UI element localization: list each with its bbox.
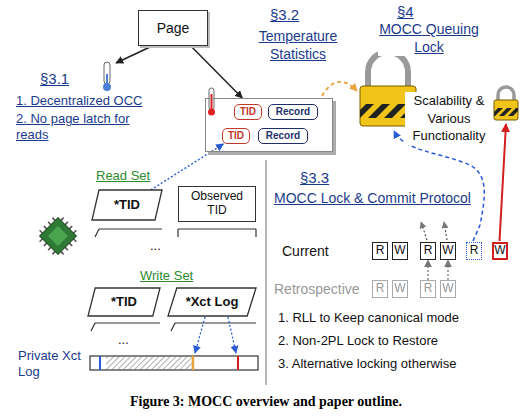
text-label: Read Set — [96, 168, 150, 184]
text-label: Temperature Statistics — [248, 28, 348, 63]
node-text: R — [470, 244, 479, 258]
text-label: 2. No page latch for reads — [16, 111, 144, 144]
node-text: *TID — [111, 295, 137, 310]
record-box: Record — [258, 128, 308, 144]
connector — [151, 144, 224, 190]
page-box: Page — [138, 10, 208, 46]
text-label: Retrospective — [274, 281, 360, 299]
retro-mode-box: W — [392, 280, 408, 298]
parallelogram-outline — [92, 190, 162, 220]
text-label: 1. RLL to Keep canonical mode — [278, 310, 459, 326]
text-label: §4 — [397, 3, 414, 22]
parallelogram-outline — [88, 288, 160, 316]
text-label: 2. Non-2PL Lock to Restore — [278, 333, 438, 349]
text-label: MOCC Lock & Commit Protocol — [274, 190, 471, 208]
node-text: R — [376, 244, 385, 258]
text-label: MOCC Queuing Lock — [378, 21, 480, 56]
text-label: ... — [150, 238, 161, 254]
node-text: W — [394, 244, 405, 258]
text-label: Private Xct Log — [18, 348, 82, 381]
connector — [447, 260, 448, 280]
connector — [427, 260, 428, 280]
node-text: R — [424, 282, 433, 296]
page-frame: TIDRecordTIDRecord — [205, 98, 333, 152]
node-text: TID — [228, 130, 244, 142]
node-text: W — [442, 244, 453, 258]
lock-mode-box: R — [372, 242, 388, 260]
node-text: Record — [266, 130, 300, 142]
text-label: Current — [282, 243, 329, 261]
write-tid-box: *TID — [88, 288, 160, 316]
node-text: Record — [276, 106, 310, 118]
connector — [191, 46, 242, 98]
node-text: R — [424, 244, 433, 258]
text-label: §3.1 — [40, 70, 69, 89]
node-text: W — [394, 282, 405, 296]
node-text: *Xct Log — [186, 295, 239, 310]
node-text: *TID — [114, 198, 140, 213]
lock-mode-box: R — [466, 242, 482, 260]
tid-box: TID — [222, 128, 250, 144]
retro-mode-box: R — [372, 280, 388, 298]
parallelogram-outline — [168, 288, 256, 316]
lock-mode-box: W — [492, 242, 508, 260]
lock-mode-box: W — [440, 242, 456, 260]
observed-tid-box: Observed TID — [178, 186, 256, 222]
text-label: Write Set — [140, 268, 193, 284]
text-label: 3. Alternative locking otherwise — [278, 356, 456, 372]
node-text: TID — [240, 106, 256, 118]
node-text: R — [376, 282, 385, 296]
node-text: W — [442, 282, 453, 296]
node-text: Observed TID — [187, 190, 247, 218]
record-box: Record — [268, 104, 318, 120]
node-text: Page — [157, 20, 190, 36]
lock-mode-box: W — [392, 242, 408, 260]
text-label: §3.2 — [270, 6, 299, 25]
text-label: §3.3 — [300, 169, 329, 188]
text-label: 1. Decentralized OCC — [16, 93, 142, 109]
text-label: ... — [118, 332, 129, 348]
retro-mode-box: R — [420, 280, 436, 298]
read-tid-box: *TID — [92, 190, 162, 220]
node-text: W — [494, 244, 505, 258]
xct-log-box: *Xct Log — [168, 288, 256, 316]
lock-mode-box: R — [420, 242, 436, 260]
text-label: Scalability & Various Functionality — [405, 92, 493, 145]
tid-box: TID — [234, 104, 262, 120]
retro-mode-box: W — [440, 280, 456, 298]
figure-caption: Figure 3: MOCC overview and paper outlin… — [0, 393, 532, 411]
